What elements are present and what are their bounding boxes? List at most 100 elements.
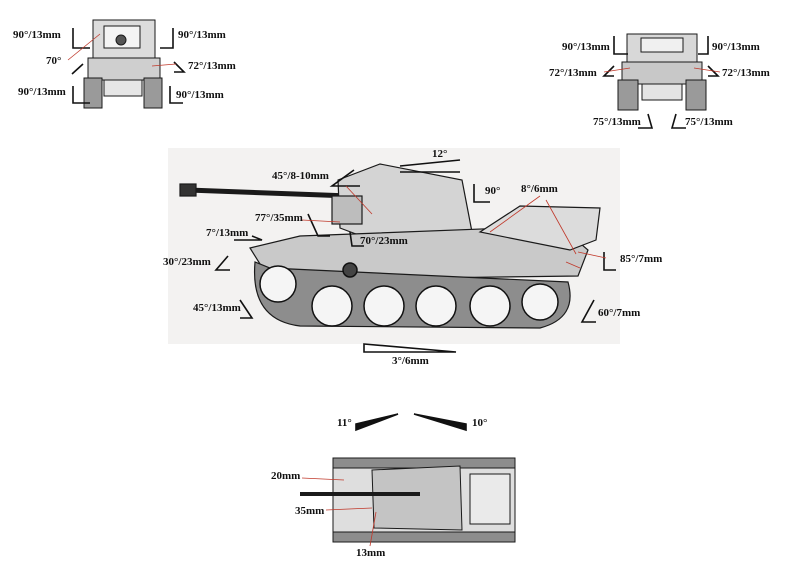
gun-barrel (187, 187, 351, 199)
top-leaders (301, 477, 377, 547)
front-gun-muzzle (115, 34, 127, 46)
top-label-compartment: 13mm (356, 547, 386, 559)
angle-mark (160, 28, 174, 49)
leader-line (489, 195, 541, 233)
angle-mark (239, 299, 254, 319)
front-label-lower-right: 90°/13mm (176, 89, 224, 101)
side-label-belly: 3°/6mm (392, 355, 429, 367)
leader-line (693, 67, 721, 73)
leader-line (577, 251, 607, 259)
angle-mark (169, 86, 183, 104)
side-label-superstructure-front: 45°/8-10mm (272, 170, 329, 182)
top-label-gun-mount: 35mm (295, 505, 325, 517)
rear-label-mid-left: 72°/13mm (549, 67, 597, 79)
angle-mark (307, 213, 330, 237)
leader-line (301, 219, 341, 223)
rear-label-upper-left: 90°/13mm (562, 41, 610, 53)
road-wheel (469, 285, 511, 327)
angle-mark (173, 61, 186, 73)
front-label-glacis: 70° (46, 55, 62, 67)
side-angle-marks (214, 159, 616, 353)
angle-mark (613, 36, 628, 55)
leader-line (545, 199, 577, 255)
leader-line (301, 477, 345, 481)
rear-track-right (685, 79, 707, 111)
road-wheel (311, 285, 353, 327)
road-wheels (259, 262, 559, 327)
rear-track-left (617, 79, 639, 111)
top-fighting-compartment (371, 465, 463, 531)
rear-label-lower-right: 75°/13mm (685, 116, 733, 128)
leader-line (325, 507, 373, 511)
angle-mark (349, 231, 364, 247)
rear-angle-marks (602, 36, 720, 129)
angle-mark (670, 113, 686, 129)
angle-mark (399, 159, 461, 167)
rear-label-mid-right: 72°/13mm (722, 67, 770, 79)
rear-leaders (603, 67, 721, 73)
road-wheel (415, 285, 457, 327)
angle-mark (413, 413, 467, 432)
side-label-mantlet: 77°/35mm (255, 212, 303, 224)
road-wheel (363, 285, 405, 327)
top-track-upper (332, 457, 516, 469)
front-angle-marks (71, 28, 186, 104)
angle-mark (473, 184, 490, 203)
angle-mark (698, 36, 709, 55)
top-label-left-angle: 11° (337, 417, 352, 429)
leader-line (565, 261, 581, 269)
rear-label-lower-left: 75°/13mm (593, 116, 641, 128)
front-track-right (143, 77, 163, 109)
front-label-upper-right: 90°/13mm (178, 29, 226, 41)
angle-mark (355, 413, 399, 432)
top-engine-deck (469, 473, 511, 525)
front-leaders (67, 33, 177, 67)
top-track-lower (332, 531, 516, 543)
road-wheel (521, 283, 559, 321)
muzzle-brake (179, 183, 197, 197)
angle-mark (638, 113, 654, 129)
angle-mark (214, 255, 230, 271)
front-hull (87, 57, 161, 81)
leader-line (369, 511, 377, 547)
road-wheel (259, 265, 297, 303)
side-label-nose-lower: 45°/13mm (193, 302, 241, 314)
top-angle-marks (355, 413, 467, 432)
front-label-lower-left: 90°/13mm (18, 86, 66, 98)
side-label-nose-upper: 30°/23mm (163, 256, 211, 268)
angle-mark (580, 299, 596, 323)
angle-mark (72, 28, 90, 49)
leader-line (67, 33, 101, 61)
side-label-side-plate: 90° (485, 185, 501, 197)
angle-mark (71, 63, 84, 75)
front-label-mid-right: 72°/13mm (188, 60, 236, 72)
side-label-rear-lower: 60°/7mm (598, 307, 641, 319)
angle-mark (707, 65, 720, 77)
rear-label-upper-right: 90°/13mm (712, 41, 760, 53)
rear-view-drawing (617, 33, 707, 111)
rear-hatch (640, 37, 684, 53)
angle-mark (234, 235, 263, 241)
leader-line (345, 185, 373, 215)
leader-line (603, 67, 631, 73)
gun-mantlet (331, 195, 363, 225)
side-label-roof-angle: 12° (432, 148, 448, 160)
front-label-upper-left: 90°/13mm (13, 29, 61, 41)
rear-lower-plate (641, 83, 683, 101)
top-label-hull-top: 20mm (271, 470, 301, 482)
angle-mark (72, 86, 90, 104)
angle-mark (603, 252, 616, 271)
front-lower-plate (103, 79, 143, 97)
engine-deck (478, 205, 601, 251)
front-view-drawing (83, 19, 163, 109)
front-track-left (83, 77, 103, 109)
side-label-engine-deck: 8°/6mm (521, 183, 558, 195)
angle-mark (329, 169, 360, 187)
side-label-upper-hull: 7°/13mm (206, 227, 249, 239)
top-label-right-angle: 10° (472, 417, 488, 429)
side-leaders (301, 185, 607, 269)
angle-mark (602, 65, 615, 77)
side-label-rear-upper: 85°/7mm (620, 253, 663, 265)
